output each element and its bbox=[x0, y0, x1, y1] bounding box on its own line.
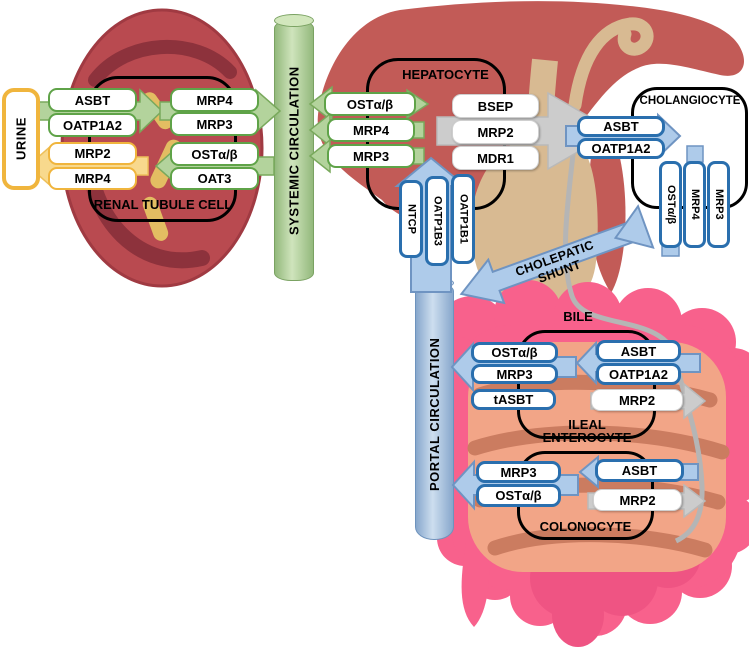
portal-circulation-cylinder bbox=[415, 283, 454, 540]
transporter-hepatocyte-mrp3: MRP3 bbox=[327, 144, 415, 168]
cholangiocyte-label: CHOLANGIOCYTE bbox=[639, 95, 741, 107]
hepatocyte-label: HEPATOCYTE bbox=[402, 67, 489, 82]
transporter-renal-mrp4-basolateral: MRP4 bbox=[170, 88, 259, 112]
transporter-renal-ostab: OSTα/β bbox=[170, 142, 259, 166]
transporter-hepatocyte-mrp4: MRP4 bbox=[327, 118, 415, 142]
transporter-cholangiocyte-mrp3: MRP3 bbox=[707, 161, 730, 248]
transporter-hepatocyte-mrp2: MRP2 bbox=[452, 120, 539, 144]
systemic-circulation-cylinder-top bbox=[274, 14, 314, 27]
transporter-ileal-mrp3: MRP3 bbox=[471, 364, 558, 384]
transporter-renal-asbt: ASBT bbox=[48, 88, 137, 112]
transporter-colon-ostab: OSTα/β bbox=[476, 484, 561, 507]
transporter-hepatocyte-ntcp: NTCP bbox=[399, 180, 423, 258]
transporter-renal-mrp2: MRP2 bbox=[48, 142, 137, 165]
transporter-hepatocyte-ostab: OSTα/β bbox=[324, 92, 416, 116]
transporter-ileal-mrp2: MRP2 bbox=[591, 389, 683, 411]
renal-tubule-cell-label: RENAL TUBULE CELL bbox=[93, 197, 233, 212]
transporter-ileal-oatp1a2: OATP1A2 bbox=[596, 363, 681, 385]
transporter-renal-oatp1a2: OATP1A2 bbox=[48, 113, 137, 137]
transporter-renal-mrp4-apical: MRP4 bbox=[48, 167, 137, 190]
colonocyte-label: COLONOCYTE bbox=[539, 519, 632, 534]
transporter-renal-oat3: OAT3 bbox=[170, 167, 259, 190]
transporter-ileal-tasbt: tASBT bbox=[471, 389, 556, 410]
transporter-cholangiocyte-mrp4: MRP4 bbox=[683, 161, 706, 248]
transporter-colon-mrp2: MRP2 bbox=[593, 489, 682, 511]
cholepatic-shunt-arrow bbox=[459, 204, 655, 305]
transporter-ileal-ostab: OSTα/β bbox=[471, 342, 558, 363]
transporter-colon-mrp3: MRP3 bbox=[476, 461, 561, 483]
transporter-cholangiocyte-asbt: ASBT bbox=[577, 116, 665, 137]
transporter-ileal-asbt: ASBT bbox=[596, 340, 681, 362]
transporter-cholangiocyte-ostab: OSTα/β bbox=[659, 161, 682, 248]
cholangiocyte-efflux-connector bbox=[686, 145, 704, 163]
transporter-hepatocyte-oatp1b1: OATP1B1 bbox=[451, 174, 475, 264]
transporter-hepatocyte-bsep: BSEP bbox=[452, 94, 539, 118]
transporter-hepatocyte-oatp1b3: OATP1B3 bbox=[425, 176, 449, 266]
transporter-cholangiocyte-oatp1a2: OATP1A2 bbox=[577, 138, 665, 159]
transporter-hepatocyte-mdr1: MDR1 bbox=[452, 146, 539, 170]
ileal-enterocyte-label: ILEAL ENTEROCYTE bbox=[542, 417, 632, 445]
bile-label: BILE bbox=[563, 309, 593, 324]
transporter-renal-mrp3: MRP3 bbox=[170, 112, 259, 136]
systemic-circulation-cylinder bbox=[274, 20, 314, 281]
urine-compartment: URINE bbox=[2, 88, 40, 190]
transporter-colon-asbt: ASBT bbox=[595, 459, 684, 482]
